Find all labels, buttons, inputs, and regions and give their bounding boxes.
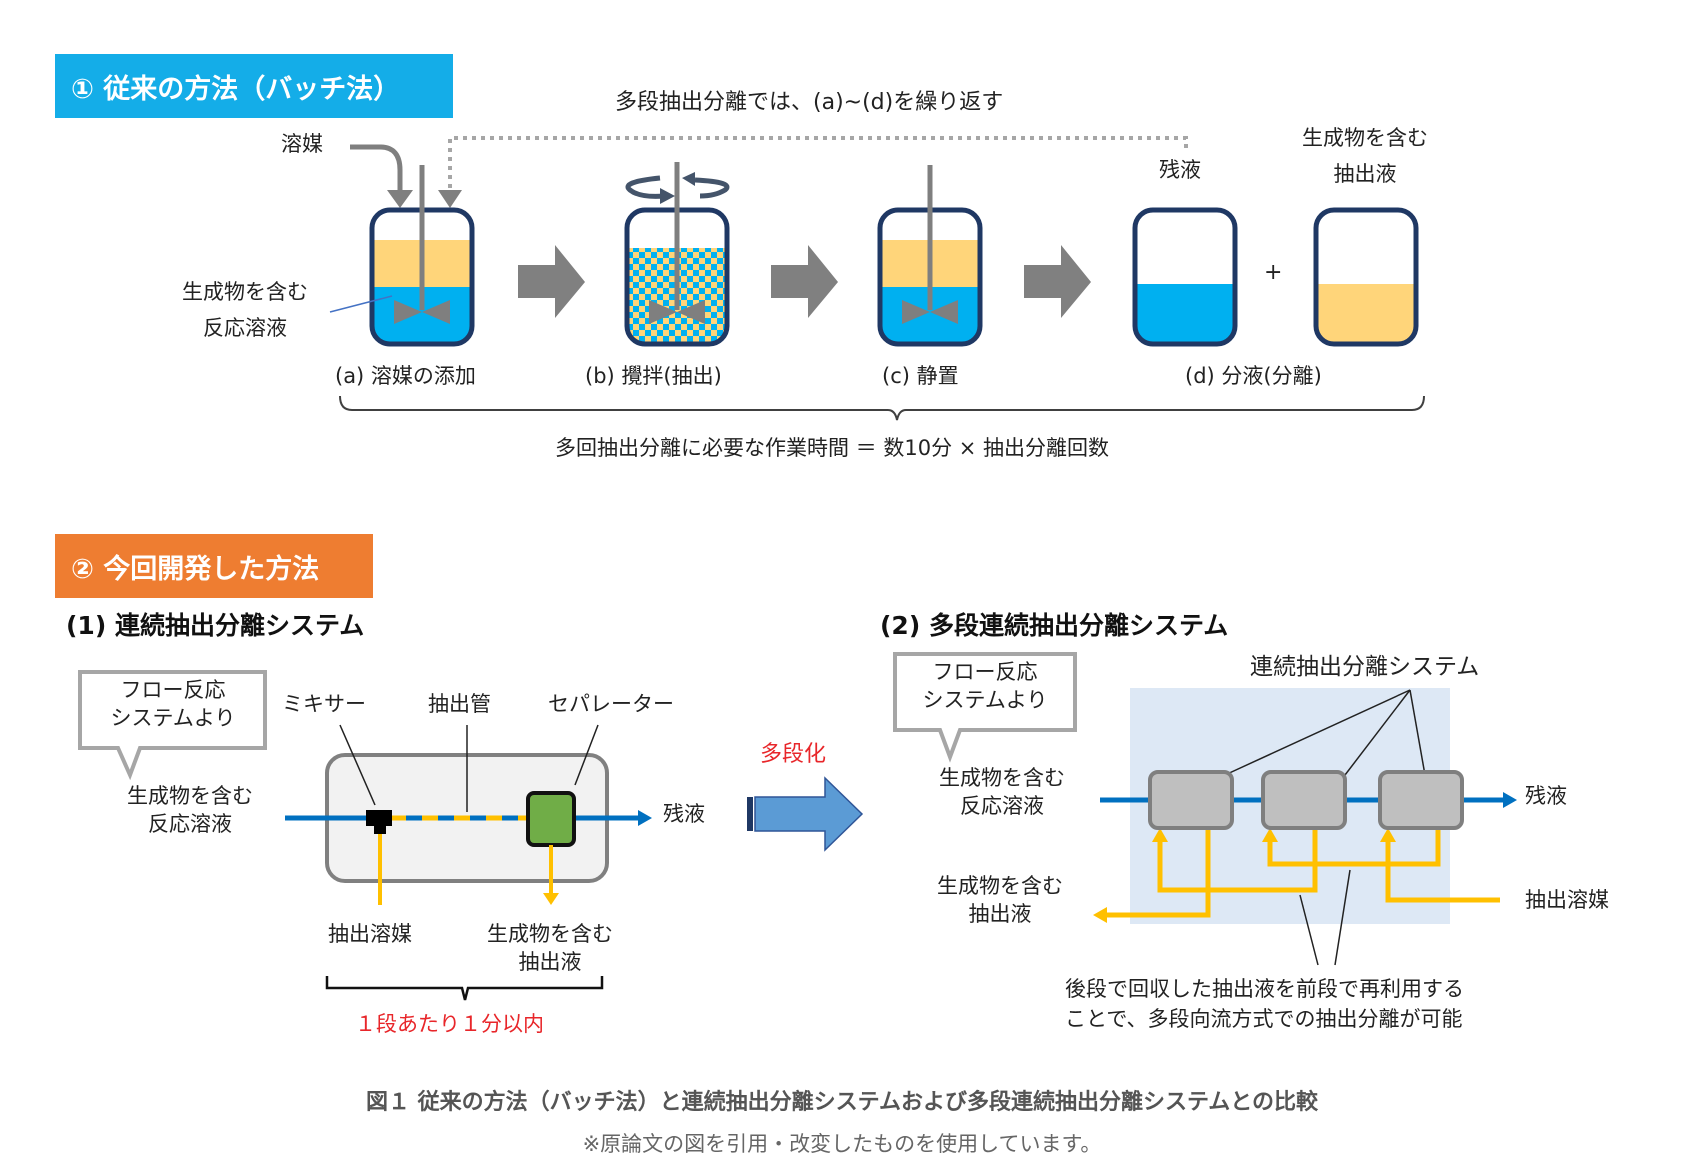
separator-label: セパレーター [548, 692, 674, 716]
vessel-residual [1132, 207, 1238, 347]
system1-input-line2: 反応溶液 [148, 812, 232, 837]
system1-extract-label: 生成物を含む 抽出液 [465, 920, 635, 977]
stage-unit-2 [1261, 770, 1347, 830]
system1-callout-bubble [78, 670, 267, 781]
vessel-extract [1313, 207, 1419, 347]
system1-brace [325, 976, 604, 1001]
multistage-label: 多段化 [760, 742, 827, 767]
system2-note-line2: ことで、多段向流方式での抽出分離が可能 [1065, 1007, 1463, 1032]
system1-title: (1) 連続抽出分離システム [66, 611, 365, 640]
repeat-note: 多段抽出分離では、(a)~(d)を繰り返す [615, 90, 1004, 115]
reaction-leader-line [329, 295, 393, 313]
solvent-label: 溶媒 [281, 132, 323, 156]
system2-extract-line2: 抽出液 [968, 902, 1032, 927]
reaction-label-line1: 生成物を含む [182, 280, 308, 304]
plus-sign: + [1264, 260, 1283, 285]
system1-residual-label: 残液 [663, 802, 705, 826]
system2-solvent-label: 抽出溶媒 [1525, 888, 1609, 912]
rotation-icon [625, 172, 730, 204]
extract-label: 生成物を含む 抽出液 [1275, 124, 1455, 189]
system2-callout-bubble [893, 652, 1077, 763]
system2-units-label: 連続抽出分離システム [1250, 654, 1480, 680]
stage-unit-1 [1148, 770, 1234, 830]
separator-icon [526, 791, 576, 847]
system1-solvent-label: 抽出溶媒 [328, 922, 412, 946]
system1-callout-line1: フロー反応 [120, 678, 226, 702]
residual-label: 残液 [1159, 158, 1201, 182]
vessel-c [877, 165, 983, 347]
system2-input-label: 生成物を含む 反応溶液 [912, 764, 1092, 821]
figure-source-note: ※原論文の図を引用・改変したものを使用しています。 [582, 1132, 1102, 1156]
system1-input-line1: 生成物を含む [127, 784, 253, 808]
solvent-arrow [350, 144, 413, 208]
section2-header-text: ② 今回開発した方法 [71, 553, 320, 585]
system1-input-label: 生成物を含む 反応溶液 [100, 782, 280, 839]
reaction-solution-label: 生成物を含む 反応溶液 [160, 278, 330, 343]
vessel-b [624, 162, 730, 347]
system2-input-line2: 反応溶液 [960, 794, 1044, 819]
system1-extract-line1: 生成物を含む [487, 922, 613, 946]
system2-callout-line1: フロー反応 [932, 660, 1038, 684]
section1-header-text: ① 従来の方法（バッチ法） [71, 73, 401, 105]
figure-caption: 図１ 従来の方法（バッチ法）と連続抽出分離システムおよび多段連続抽出分離システム… [365, 1090, 1319, 1115]
multistage-arrow [747, 776, 864, 852]
step-c-label: (c) 静置 [882, 364, 959, 388]
process-arrow-3 [1024, 245, 1091, 318]
step-b-label: (b) 攪拌(抽出) [585, 364, 722, 388]
system2-counterflow [1105, 826, 1500, 918]
process-arrow-2 [771, 245, 838, 318]
system1-callout: フロー反応 システムより [82, 676, 264, 733]
system2-note-line1: 後段で回収した抽出液を前段で再利用する [1065, 977, 1464, 1001]
system2-callout-line2: システムより [922, 688, 1048, 713]
step-d-label: (d) 分液(分離) [1185, 364, 1322, 388]
batch-time-note: 多回抽出分離に必要な作業時間 ＝ 数10分 × 抽出分離回数 [555, 436, 1110, 460]
section2-header: ② 今回開発した方法 [55, 534, 373, 598]
system2-extract-line1: 生成物を含む [937, 874, 1063, 898]
system2-extract-label: 生成物を含む 抽出液 [910, 872, 1090, 929]
system1-extract-line2: 抽出液 [518, 950, 582, 975]
system1-time-note: １段あたり１分以内 [355, 1012, 544, 1036]
batch-brace [339, 395, 1425, 421]
mixer-icon [366, 810, 392, 834]
system2-residual-label: 残液 [1525, 784, 1567, 808]
extract-label-line1: 生成物を含む [1302, 126, 1428, 150]
mixer-label: ミキサー [282, 692, 366, 716]
process-arrow-1 [518, 245, 585, 318]
system2-title: (2) 多段連続抽出分離システム [880, 611, 1229, 640]
repeat-dotted-line [438, 136, 1188, 208]
stage-unit-3 [1378, 770, 1464, 830]
reaction-label-line2: 反応溶液 [203, 316, 287, 341]
section1-header: ① 従来の方法（バッチ法） [55, 54, 453, 118]
tube-label: 抽出管 [428, 692, 491, 716]
system2-input-line1: 生成物を含む [939, 766, 1065, 790]
system2-callout: フロー反応 システムより [897, 658, 1073, 715]
system2-note: 後段で回収した抽出液を前段で再利用する ことで、多段向流方式での抽出分離が可能 [1065, 974, 1464, 1035]
extract-label-line2: 抽出液 [1333, 162, 1397, 187]
system1-callout-line2: システムより [110, 706, 236, 731]
step-a-label: (a) 溶媒の添加 [335, 364, 476, 388]
